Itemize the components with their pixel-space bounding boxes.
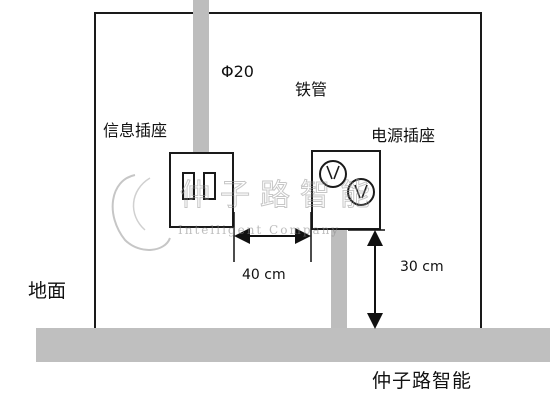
wall-panel [94,12,482,330]
watermark-tagline: Intelligent Company [178,223,340,237]
power-socket [311,150,381,230]
ground-label: 地面 [28,280,67,302]
vertical-dimension-label: 30 cm [400,259,444,275]
watermark-swirl [111,174,171,251]
data-jack-1 [182,172,195,200]
power-outlet-faces [319,160,375,206]
information-socket [169,152,234,228]
outlet-face-1 [319,160,347,188]
pipe-material-label: 铁管 [295,80,328,99]
pipe-diameter-label: Φ20 [221,62,254,81]
power-socket-label: 电源插座 [371,126,436,145]
conduit-pipe-power [331,213,347,333]
horizontal-dimension-label: 40 cm [242,267,286,283]
info-socket-label: 信息插座 [103,121,168,140]
conduit-pipe-top-visible [193,0,209,152]
ground-floor [36,328,550,362]
watermark-name: 仲子路智能 [180,178,380,213]
data-jack-2 [203,172,216,200]
brand-caption: 仲子路智能 [372,370,473,392]
